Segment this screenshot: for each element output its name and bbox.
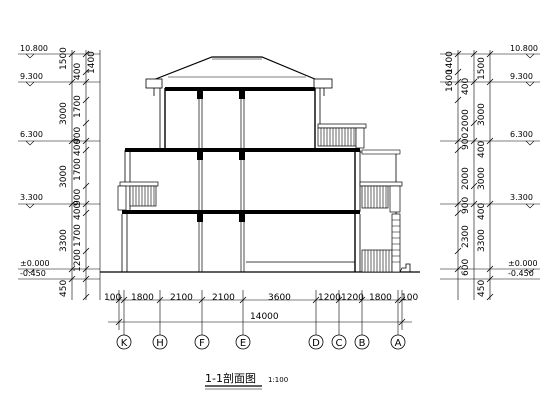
right-dim-400b: 400 xyxy=(477,141,487,158)
right-dim-450: 450 xyxy=(477,280,487,297)
left-dim-3000b: 3000 xyxy=(59,165,69,188)
bottom-dim-1800b: 1800 xyxy=(369,293,392,303)
left-dim-900a: 900 xyxy=(73,127,83,144)
axis-label-d: D xyxy=(312,338,320,349)
right-dim-900a: 900 xyxy=(461,133,471,150)
axis-label-b: B xyxy=(359,338,366,349)
bottom-dim-100a: 100 xyxy=(104,293,121,303)
left-elev-9300: 9.300 xyxy=(20,72,43,81)
total-width-dim: 14000 xyxy=(250,312,279,322)
drawing-title: 1-1剖面图 xyxy=(205,371,256,385)
axis-circle-c xyxy=(331,334,347,350)
left-balcony xyxy=(117,181,159,211)
axis-circle-e xyxy=(235,334,251,350)
bottom-dim-2100b: 2100 xyxy=(212,293,235,303)
axis-circle-b xyxy=(354,334,370,350)
left-elevation-markers: 10.800 9.300 6.300 3.300 ±0.000 -0.450 xyxy=(18,44,100,280)
building-section xyxy=(100,56,420,273)
left-dim-900b: 900 xyxy=(73,189,83,206)
axis-circle-f xyxy=(194,334,210,350)
right-dim-3000b: 3000 xyxy=(477,167,487,190)
left-dim-3300: 3300 xyxy=(59,229,69,252)
axis-label-h: H xyxy=(156,338,164,349)
right-dim-2000a: 2000 xyxy=(461,109,471,132)
right-dim-1400: 1400 xyxy=(445,51,455,74)
roof-slab xyxy=(165,87,315,91)
left-dim-1200: 1200 xyxy=(73,249,83,272)
bottom-dim-1200a: 1200 xyxy=(318,293,341,303)
right-elev-m0450: -0.450 xyxy=(508,269,534,278)
entry-steps xyxy=(399,263,411,273)
right-dim-400c: 400 xyxy=(477,203,487,220)
left-elev-0000: ±0.000 xyxy=(20,259,50,268)
right-dim-400a: 400 xyxy=(461,78,471,95)
axis-label-c: C xyxy=(336,338,343,349)
axis-bubbles: K H F E D C B A xyxy=(116,330,406,350)
right-eave xyxy=(313,78,333,89)
right-dim-2300: 2300 xyxy=(461,225,471,248)
left-dim-400c: 400 xyxy=(73,203,83,220)
left-dim-450: 450 xyxy=(59,280,69,297)
right-dim-900b: 900 xyxy=(461,197,471,214)
right-elev-6300: 6.300 xyxy=(510,130,533,139)
left-dim-1500: 1500 xyxy=(59,47,69,70)
left-dim-3000a: 3000 xyxy=(59,102,69,125)
drawing-scale: 1:100 xyxy=(268,376,288,384)
left-dim-1700a: 1700 xyxy=(73,95,83,118)
right-dim-1500: 1500 xyxy=(477,57,487,80)
axis-label-e: E xyxy=(240,338,246,349)
axis-circle-d xyxy=(308,334,324,350)
right-elev-3300: 3.300 xyxy=(510,193,533,202)
floor-3-slab xyxy=(125,148,360,152)
left-elev-6300: 6.300 xyxy=(20,130,43,139)
left-elev-10800: 10.800 xyxy=(20,44,48,53)
right-dim-600: 600 xyxy=(461,259,471,276)
right-dim-1600: 1600 xyxy=(445,69,455,92)
left-dimension-chain: 1500 400 1400 1700 3000 900 400 1700 300… xyxy=(59,47,101,301)
ground-railing xyxy=(361,213,401,273)
left-dim-400b: 400 xyxy=(73,139,83,156)
drawing-title-block: 1-1剖面图 1:100 xyxy=(205,371,288,390)
axis-label-f: F xyxy=(199,338,205,349)
axis-circle-h xyxy=(152,334,168,350)
upper-balcony xyxy=(317,123,367,149)
left-dim-400a: 400 xyxy=(73,63,83,80)
left-elev-m0450: -0.450 xyxy=(20,269,46,278)
floor-2-slab xyxy=(122,210,360,214)
axis-label-k: K xyxy=(121,338,128,349)
axis-circle-a xyxy=(390,334,406,350)
right-elev-10800: 10.800 xyxy=(510,44,538,53)
right-dim-3300: 3300 xyxy=(477,229,487,252)
right-balcony xyxy=(359,181,403,213)
right-dim-2000b: 2000 xyxy=(461,167,471,190)
left-eave xyxy=(145,78,163,89)
right-elev-9300: 9.300 xyxy=(510,72,533,81)
left-dim-1700c: 1700 xyxy=(73,224,83,247)
roof-outline xyxy=(147,56,323,83)
bottom-dim-3600: 3600 xyxy=(268,293,291,303)
left-dim-1700b: 1700 xyxy=(73,158,83,181)
bottom-dim-1800a: 1800 xyxy=(131,293,154,303)
bottom-dimensions: 100 1800 2100 2100 3600 1200 1200 1800 1… xyxy=(104,290,418,330)
right-elev-0000: ±0.000 xyxy=(508,259,538,268)
axis-circle-k xyxy=(116,334,132,350)
bottom-dim-100b: 100 xyxy=(401,293,418,303)
left-elev-3300: 3.300 xyxy=(20,193,43,202)
right-dimension-chain: 1400 1500 400 1600 2000 3000 900 400 200… xyxy=(445,50,494,301)
axis-label-a: A xyxy=(395,338,402,349)
right-dim-3000a: 3000 xyxy=(477,103,487,126)
bottom-dim-2100a: 2100 xyxy=(170,293,193,303)
left-dim-1400: 1400 xyxy=(87,51,97,74)
bottom-dim-1200b: 1200 xyxy=(341,293,364,303)
